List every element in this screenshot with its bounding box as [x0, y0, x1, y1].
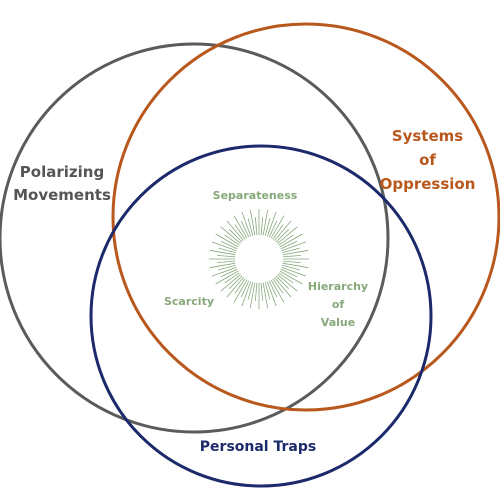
burst-ray [268, 280, 278, 298]
burst-ray [247, 218, 254, 236]
separateness-label: Separateness [212, 189, 298, 202]
burst-ray [220, 226, 241, 244]
personal-traps-label: Personal Traps [190, 439, 326, 456]
burst-ray [277, 274, 298, 292]
burst-ray [270, 279, 285, 303]
scarcity-label: Scarcity [163, 295, 214, 308]
burst-ray [220, 240, 238, 250]
burst-ray [277, 226, 298, 244]
burst-ray [240, 280, 250, 298]
burst-ray [278, 234, 294, 246]
polarizing-movements-line-1: Polarizing [19, 163, 105, 181]
burst-ray [254, 217, 258, 236]
burst-ray [275, 275, 289, 289]
burst-ray [211, 266, 237, 277]
burst-ray [282, 262, 309, 269]
burst-ray [224, 272, 240, 284]
systems-of-oppression-line-3: Oppression [379, 175, 476, 193]
burst-ray [215, 270, 239, 285]
burst-ray [272, 278, 284, 294]
burst-ray [233, 215, 248, 239]
burst-ray [209, 249, 236, 256]
circle-polarizing-movements [0, 42, 390, 434]
burst-ray [262, 282, 269, 309]
burst-ray [220, 268, 238, 278]
burst-ray [282, 247, 300, 254]
burst-ray [241, 281, 252, 307]
burst-ray [262, 209, 269, 236]
burst-ray [229, 229, 243, 243]
systems-of-oppression-label: Systems of Oppression [375, 124, 480, 196]
burst-ray [211, 241, 237, 252]
polarizing-movements-label: Polarizing Movements [12, 161, 112, 207]
circle-systems-of-oppression [111, 22, 500, 412]
burst-ray [260, 217, 264, 236]
burst-ray [249, 209, 256, 236]
burst-ray [254, 282, 258, 301]
burst-ray [234, 278, 246, 294]
burst-ray [218, 247, 236, 254]
burst-ray [249, 282, 256, 309]
burst-ray [266, 211, 277, 237]
burst-ray [282, 264, 300, 271]
burst-ray [234, 224, 246, 240]
hierarchy-of-value-line-2: of [331, 298, 345, 311]
burst-ray [217, 260, 236, 264]
burst-ray [215, 233, 239, 248]
burst-ray [282, 260, 301, 264]
personal-traps-line-1: Personal Traps [199, 439, 317, 455]
burst-ray [247, 282, 254, 300]
systems-of-oppression-line-2: of [419, 151, 436, 169]
burst-ray [280, 240, 298, 250]
burst-ray [220, 274, 241, 292]
burst-ray [260, 282, 264, 301]
center-burst-icon [209, 209, 309, 309]
systems-of-oppression-line-1: Systems [391, 127, 464, 145]
burst-ray [229, 275, 243, 289]
burst-ray [233, 279, 248, 303]
circle-personal-traps [89, 144, 433, 488]
burst-ray [282, 254, 301, 258]
burst-ray [264, 282, 271, 300]
hierarchy-of-value-line-1: Hierarchy [307, 280, 369, 293]
burst-ray [274, 277, 292, 298]
burst-ray [281, 266, 307, 277]
hierarchy-of-value-line-3: Value [320, 316, 356, 329]
burst-ray [226, 277, 244, 298]
burst-ray [240, 220, 250, 238]
burst-ray [279, 233, 303, 248]
burst-ray [224, 234, 240, 246]
burst-ray [209, 262, 236, 269]
burst-ray [270, 215, 285, 239]
burst-ray [280, 268, 298, 278]
burst-ray [279, 270, 303, 285]
burst-ray [217, 254, 236, 258]
burst-ray [275, 229, 289, 243]
hierarchy-of-value-label: Hierarchy of Value [302, 278, 374, 332]
burst-ray [272, 224, 284, 240]
burst-ray [264, 218, 271, 236]
burst-ray [274, 220, 292, 241]
burst-ray [268, 220, 278, 238]
burst-ray [282, 249, 309, 256]
burst-ray [266, 281, 277, 307]
burst-ray [241, 211, 252, 237]
burst-ray [226, 220, 244, 241]
burst-ray [218, 264, 236, 271]
burst-ray [281, 241, 307, 252]
polarizing-movements-line-2: Movements [13, 186, 111, 204]
burst-ray [278, 272, 294, 284]
